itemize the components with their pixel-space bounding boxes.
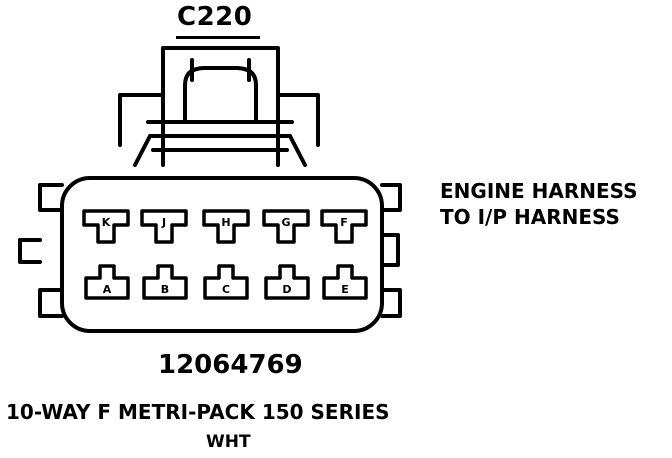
- connector-id-underline: [176, 36, 260, 39]
- bottom-cavity-row: [84, 264, 368, 300]
- cavity-label: A: [103, 283, 112, 296]
- cavity-label: H: [221, 216, 230, 229]
- cavity-shape: [202, 209, 250, 244]
- cavity-label: G: [281, 216, 290, 229]
- cavity-shape: [262, 209, 310, 244]
- connector-id-label: C220: [177, 2, 253, 32]
- cavity-label: F: [340, 216, 348, 229]
- cavity-shape: [140, 209, 188, 244]
- locking-tab: [161, 46, 280, 150]
- harness-description: ENGINE HARNESS TO I/P HARNESS: [440, 178, 638, 230]
- harness-description-line: TO I/P HARNESS: [440, 205, 620, 229]
- cavity-shape: [264, 264, 310, 300]
- cavity-shape: [322, 264, 368, 300]
- part-number: 12064769: [158, 350, 303, 380]
- left-guide: [38, 183, 64, 318]
- top-cavity-row: [82, 209, 368, 244]
- connector-series: 10-WAY F METRI-PACK 150 SERIES: [6, 400, 390, 424]
- cavity-label: D: [282, 283, 291, 296]
- connector-color: WHT: [206, 432, 251, 452]
- cavity-label: K: [102, 216, 111, 229]
- harness-description-line: ENGINE HARNESS: [440, 179, 638, 203]
- cavity-label: E: [341, 283, 349, 296]
- cavity-shape: [84, 264, 130, 300]
- right-guide: [380, 183, 402, 318]
- cavity-shape: [203, 264, 249, 300]
- cavity-shape: [82, 209, 130, 244]
- locking-tab-inner: [183, 66, 258, 124]
- latch-base: [146, 120, 294, 152]
- cavity-label: C: [222, 283, 230, 296]
- cavity-shape: [142, 264, 188, 300]
- connector-body: [60, 176, 384, 333]
- locking-shroud: [118, 93, 320, 147]
- cavity-label: B: [161, 283, 169, 296]
- cavity-label: J: [161, 216, 166, 229]
- cavity-shape: [320, 209, 368, 244]
